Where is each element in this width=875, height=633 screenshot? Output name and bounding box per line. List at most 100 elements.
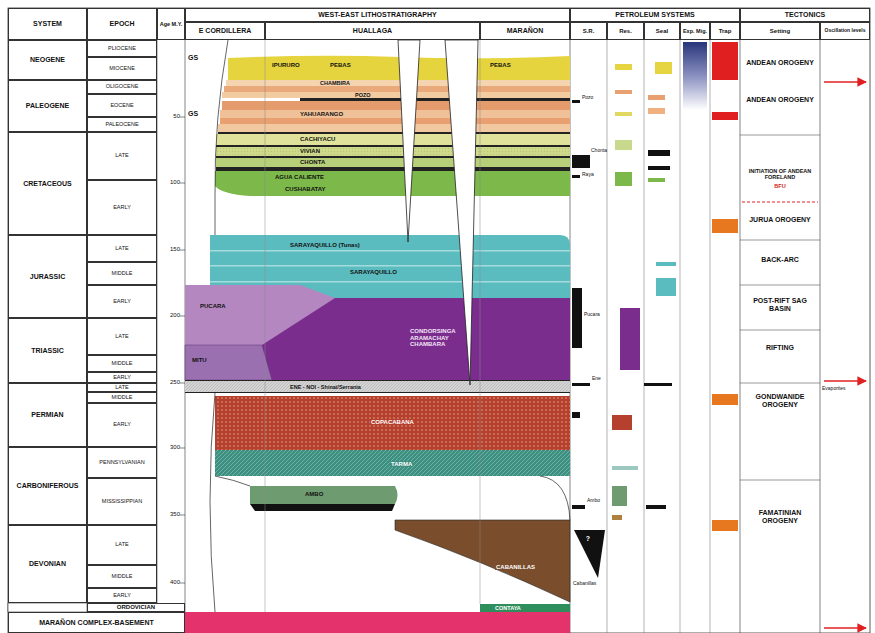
note-label: Pozo bbox=[582, 95, 606, 101]
node-text: ANDEAN OROGENY bbox=[746, 59, 814, 67]
node-text: MIOCENE bbox=[109, 66, 135, 72]
header-cell: Seal bbox=[644, 22, 680, 40]
node-text: COPACABANA bbox=[370, 419, 415, 426]
lithology-bands bbox=[250, 486, 398, 504]
source-rock-bar bbox=[572, 505, 585, 509]
tectonic-setting: POST-RIFT SAG BASIN bbox=[742, 290, 818, 320]
header-cell: WEST-EAST LITHOSTRATIGRAPHY bbox=[185, 8, 570, 22]
node-text: RIFTING bbox=[766, 344, 794, 352]
header-cell: Setting bbox=[740, 22, 820, 40]
tectonic-separator bbox=[740, 480, 820, 481]
lithology-bands bbox=[218, 132, 570, 134]
table-grid bbox=[8, 603, 87, 612]
formation-label: IPURURO bbox=[272, 60, 322, 70]
lithology-bands bbox=[216, 156, 570, 158]
node-text: ANDEAN OROGENY bbox=[746, 96, 814, 104]
note-label: Pucara bbox=[584, 312, 606, 318]
epoch-cell: EARLY bbox=[87, 372, 157, 383]
unconformity-outline bbox=[210, 393, 215, 612]
trap-bar bbox=[712, 394, 738, 405]
node-text: MARAÑON bbox=[507, 27, 544, 35]
trap-bar bbox=[712, 42, 738, 531]
header-cell: MARAÑON bbox=[480, 22, 570, 40]
erosion-wedge bbox=[398, 40, 478, 385]
age-ticks bbox=[180, 250, 185, 251]
node-text: WEST-EAST LITHOSTRATIGRAPHY bbox=[318, 11, 436, 19]
erosion-wedge bbox=[398, 40, 420, 242]
reservoir-bar bbox=[615, 140, 632, 150]
age-number: 50 bbox=[158, 113, 180, 120]
node-text: PEBAS bbox=[330, 62, 351, 69]
header-cell: E CORDILLERA bbox=[185, 22, 265, 40]
node-text: MIDDLE bbox=[112, 361, 133, 367]
lithology-bands bbox=[226, 80, 570, 86]
node-text: LATE bbox=[115, 542, 128, 548]
node-text: DEVONIAN bbox=[29, 560, 66, 568]
header-cell: SYSTEM bbox=[8, 8, 87, 40]
seal-bar bbox=[655, 62, 672, 74]
node-text: YAHUARANGO bbox=[300, 111, 343, 118]
tectonic-setting: BACK-ARC bbox=[742, 248, 818, 272]
node-text: TRIASSIC bbox=[31, 347, 64, 355]
formation-label: TARMA bbox=[390, 459, 440, 469]
epoch-cell: LATE bbox=[87, 235, 157, 262]
lithology-bands bbox=[216, 158, 570, 167]
seal-bar bbox=[644, 62, 676, 509]
node-text: EPOCH bbox=[110, 20, 135, 28]
formation-label: PUCARA bbox=[200, 300, 260, 312]
source-rock-bar bbox=[572, 175, 580, 178]
lithology-bands bbox=[215, 171, 570, 196]
lithology-bands bbox=[216, 134, 570, 145]
node-text: Setting bbox=[770, 28, 790, 35]
node-text: MIDDLE bbox=[112, 395, 133, 401]
note-label: Ene bbox=[592, 376, 606, 382]
node-text: POZO bbox=[355, 92, 371, 98]
node-text: JURASSIC bbox=[30, 273, 65, 281]
system-cell: CARBONIFEROUS bbox=[8, 447, 87, 525]
system-cell: PERMIAN bbox=[8, 383, 87, 447]
lithology-bands bbox=[216, 147, 570, 156]
node-text: EOCENE bbox=[110, 103, 133, 109]
oscillation-arrow bbox=[824, 380, 866, 382]
lithology-bands bbox=[215, 450, 570, 476]
node-text: PETROLEUM SYSTEMS bbox=[615, 11, 694, 19]
lithology-bands bbox=[216, 147, 570, 156]
lithology-bands bbox=[185, 612, 570, 633]
lithology-bands bbox=[185, 380, 570, 393]
note-label: Ambo bbox=[587, 498, 607, 504]
seal-bar bbox=[648, 108, 665, 114]
note-label: Evaporites bbox=[822, 386, 868, 392]
node-text: MITU bbox=[192, 357, 207, 364]
node-text: HUALLAGA bbox=[353, 27, 392, 35]
formation-label: PEBAS bbox=[490, 60, 540, 70]
table-grid bbox=[740, 40, 741, 633]
reservoir-bar bbox=[612, 486, 627, 506]
lithology-bands bbox=[480, 604, 570, 612]
node-text: EARLY bbox=[113, 375, 131, 381]
node-text: POST-RIFT SAG BASIN bbox=[742, 297, 818, 312]
lithology-bands bbox=[216, 145, 570, 147]
formation-label: SARAYAQUILLO (Tunas) bbox=[290, 240, 400, 250]
table-grid bbox=[644, 40, 645, 633]
node-text: SARAYAQUILLO (Tunas) bbox=[290, 242, 360, 249]
age-ticks bbox=[180, 117, 185, 118]
source-rock-bar bbox=[572, 288, 582, 348]
formation-label: VIVIAN bbox=[300, 147, 350, 156]
formation-label: CHAMBIRA bbox=[320, 80, 380, 86]
lithology-bands bbox=[395, 520, 570, 602]
oscillation-arrow bbox=[824, 81, 866, 83]
age-number: 100 bbox=[158, 179, 180, 186]
formation-label: AMBO bbox=[305, 489, 345, 499]
node-text: Res. bbox=[619, 28, 632, 35]
formation-label: SARAYAQUILLO bbox=[350, 267, 430, 277]
source-rock-bar bbox=[572, 155, 590, 168]
reservoir-bar bbox=[615, 90, 632, 94]
source-rock-bar bbox=[572, 100, 605, 578]
node-text: CARBONIFEROUS bbox=[17, 482, 79, 490]
formation-label: POZO bbox=[355, 92, 395, 98]
node-text: CONTAYA bbox=[495, 605, 521, 611]
oscillation-arrow bbox=[824, 82, 866, 628]
node-text: EARLY bbox=[113, 422, 131, 428]
trap-bar bbox=[712, 219, 738, 233]
gs-marker: GS bbox=[188, 54, 204, 62]
